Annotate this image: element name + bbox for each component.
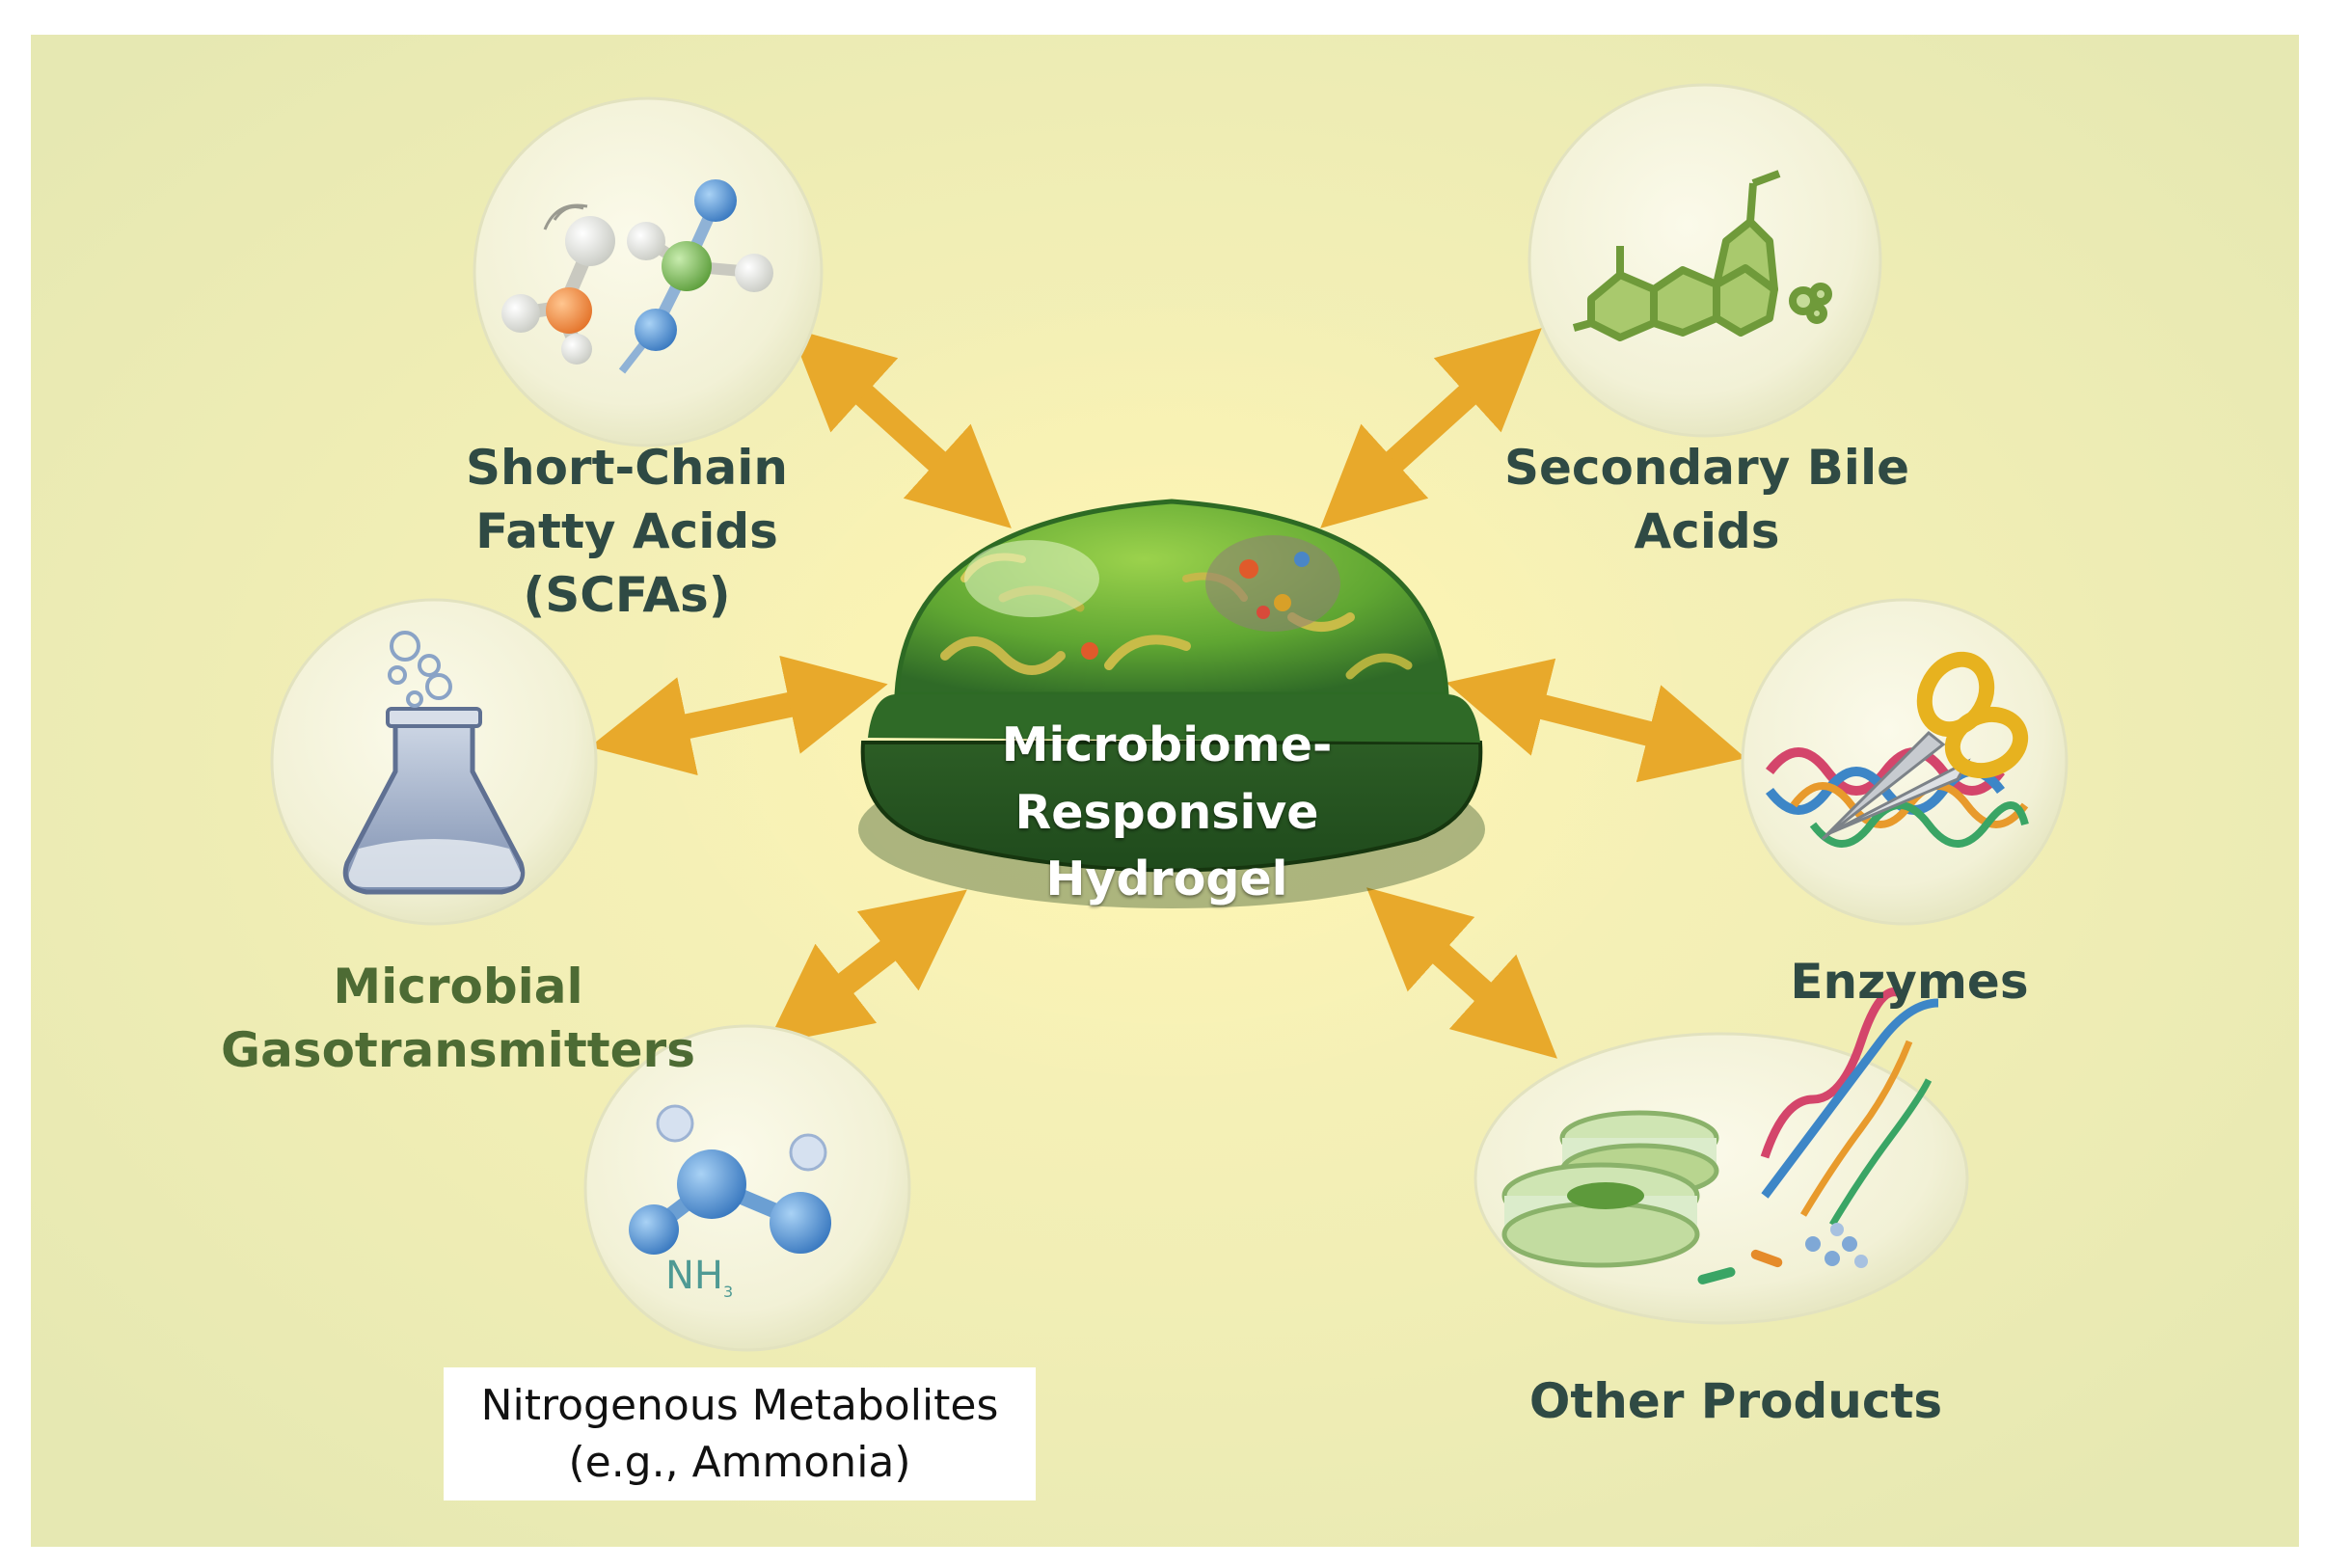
node-gaso <box>270 598 598 926</box>
ammonia-formula-subscript: 3 <box>723 1283 734 1301</box>
petri-dish-dna-icon <box>1501 987 1939 1284</box>
steroid-molecule-icon <box>1572 170 1832 341</box>
arrow-gaso <box>589 655 888 776</box>
hydrogel-dome <box>858 499 1485 908</box>
nitro-label-line2: (e.g., Ammonia) <box>568 1438 911 1487</box>
gaso-label-line2: Gasotransmitters <box>221 1022 695 1078</box>
flask-icon <box>342 631 526 895</box>
node-nitro <box>583 1024 911 1352</box>
gaso-label-line1: Microbial <box>333 959 583 1014</box>
ammonia-formula-main: NH <box>665 1254 723 1298</box>
enzymes-label: Enzymes <box>1707 950 2112 1014</box>
scfa-label-line3: (SCFAs) <box>523 567 731 623</box>
node-enzymes <box>1741 598 2068 926</box>
other-label-line1: Other Products <box>1528 1373 1943 1429</box>
arrow-bile <box>1320 328 1542 528</box>
ammonia-formula: NH3 <box>665 1254 733 1301</box>
arrows <box>589 328 1746 1059</box>
dome-highlight <box>964 540 1099 617</box>
bile-label: Secondary Bile Acids <box>1475 436 1938 563</box>
enzymes-label-line1: Enzymes <box>1790 954 2029 1010</box>
dome-base <box>860 741 1483 873</box>
node-other <box>1473 987 1969 1325</box>
arrow-scfa <box>790 328 1012 528</box>
dome-band <box>868 694 1480 743</box>
node-bile-circle <box>1527 83 1882 438</box>
dome-colony <box>1205 535 1340 632</box>
scfa-label-line1: Short-Chain <box>465 440 789 496</box>
scfa-label: Short-Chain Fatty Acids (SCFAs) <box>424 436 829 627</box>
node-bile <box>1527 83 1882 438</box>
hydrogel-label-line1: Microbiome-Responsive <box>1001 717 1333 840</box>
bile-label-line1: Secondary Bile <box>1504 440 1909 496</box>
arrow-enzymes <box>1446 658 1746 783</box>
node-scfa-circle <box>473 96 824 447</box>
node-scfa <box>473 96 824 447</box>
scfa-label-line2: Fatty Acids <box>475 503 778 559</box>
arrow-other <box>1366 887 1557 1059</box>
ammonia-molecule-icon <box>629 1104 831 1255</box>
nitro-label: Nitrogenous Metabolites (e.g., Ammonia) <box>444 1367 1036 1500</box>
other-label: Other Products <box>1485 1369 1987 1433</box>
nitro-label-line1: Nitrogenous Metabolites <box>480 1380 999 1430</box>
scissors-dna-icon <box>1766 651 2029 848</box>
gaso-label: Microbial Gasotransmitters <box>207 955 709 1082</box>
arrow-nitro <box>767 889 967 1045</box>
hydrogel-label: Microbiome-Responsive Hydrogel <box>858 712 1475 913</box>
molecule-icon <box>501 179 773 374</box>
bile-label-line2: Acids <box>1634 503 1780 559</box>
hydrogel-label-line2: Hydrogel <box>1045 852 1288 907</box>
